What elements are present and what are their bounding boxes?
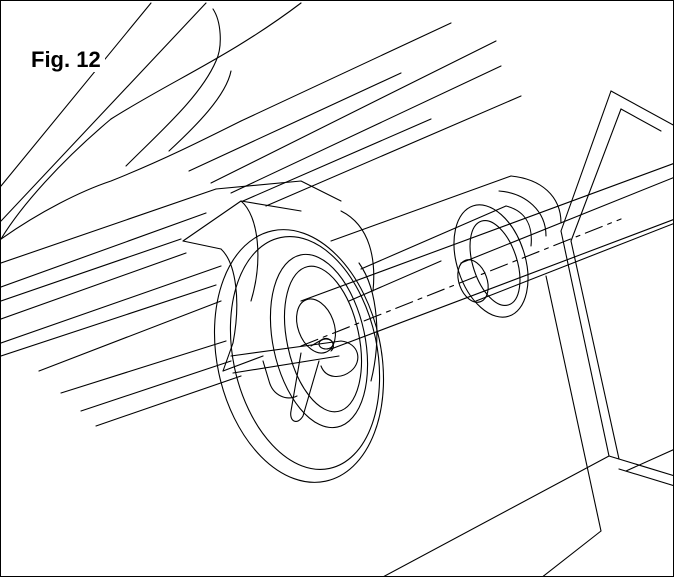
left-rail xyxy=(1,189,241,426)
tube-housing xyxy=(331,176,561,327)
flange-bushing xyxy=(192,211,406,498)
figure-label: Fig. 12 xyxy=(31,48,105,72)
retaining-pin xyxy=(231,338,358,421)
frame-plate xyxy=(381,91,674,577)
axle-shaft xyxy=(290,163,674,358)
upper-surface-lines xyxy=(1,3,521,239)
